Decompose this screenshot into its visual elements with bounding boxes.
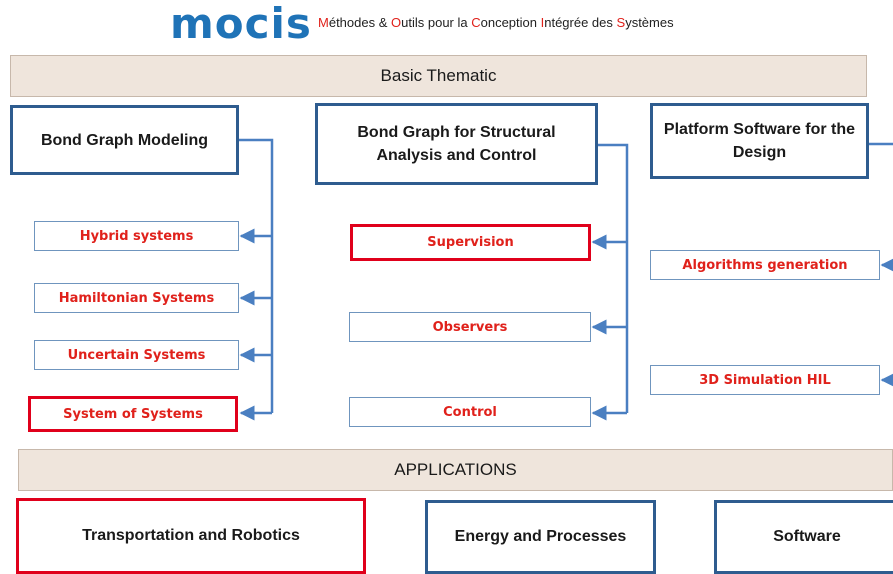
tagline-text-2: utils pour la [401, 15, 472, 30]
item-algorithms-generation: Algorithms generation [650, 250, 880, 280]
item-uncertain-systems: Uncertain Systems [34, 340, 239, 370]
structural-analysis-box: Bond Graph for Structural Analysis and C… [315, 103, 598, 185]
tagline: Méthodes & Outils pour la Conception Int… [318, 15, 674, 30]
col2-trunk [598, 143, 629, 413]
applications-band: APPLICATIONS [18, 449, 893, 491]
item-3d-simulation-hil: 3D Simulation HIL [650, 365, 880, 395]
basic-thematic-band: Basic Thematic [10, 55, 867, 97]
platform-software-title-line-2: Design [732, 144, 787, 161]
app-transportation-robotics: Transportation and Robotics [16, 498, 366, 574]
mocis-logo: mocis [170, 0, 312, 48]
tagline-text-4: ntégrée des [544, 15, 617, 30]
structural-analysis-title-line-1: Bond Graph for Structural [357, 124, 556, 141]
col1-trunk [238, 138, 274, 413]
tagline-text-5: ystèmes [625, 15, 674, 30]
tagline-text-3: onception [480, 15, 541, 30]
bond-graph-modeling-title: Bond Graph Modeling [40, 131, 209, 149]
tagline-initial-c: C [471, 15, 481, 30]
item-hybrid-systems: Hybrid systems [34, 221, 239, 251]
structural-analysis-title-line-2: Analysis and Control [376, 147, 537, 164]
app-software: Software [714, 500, 893, 574]
app-energy-processes: Energy and Processes [425, 500, 656, 574]
tagline-initial-s: S [616, 15, 626, 30]
item-observers: Observers [349, 312, 591, 342]
tagline-initial-i: I [540, 15, 545, 30]
item-supervision: Supervision [350, 224, 591, 261]
tagline-text-1: éthodes & [328, 15, 391, 30]
bond-graph-modeling-box: Bond Graph Modeling [10, 105, 239, 175]
tagline-initial-o: O [391, 15, 402, 30]
item-control: Control [349, 397, 591, 427]
platform-software-box: Platform Software for the Design [650, 103, 869, 179]
item-hamiltonian-systems: Hamiltonian Systems [34, 283, 239, 313]
tagline-initial-m: M [318, 15, 329, 30]
item-system-of-systems: System of Systems [28, 396, 238, 432]
platform-software-title-line-1: Platform Software for the [663, 121, 856, 138]
